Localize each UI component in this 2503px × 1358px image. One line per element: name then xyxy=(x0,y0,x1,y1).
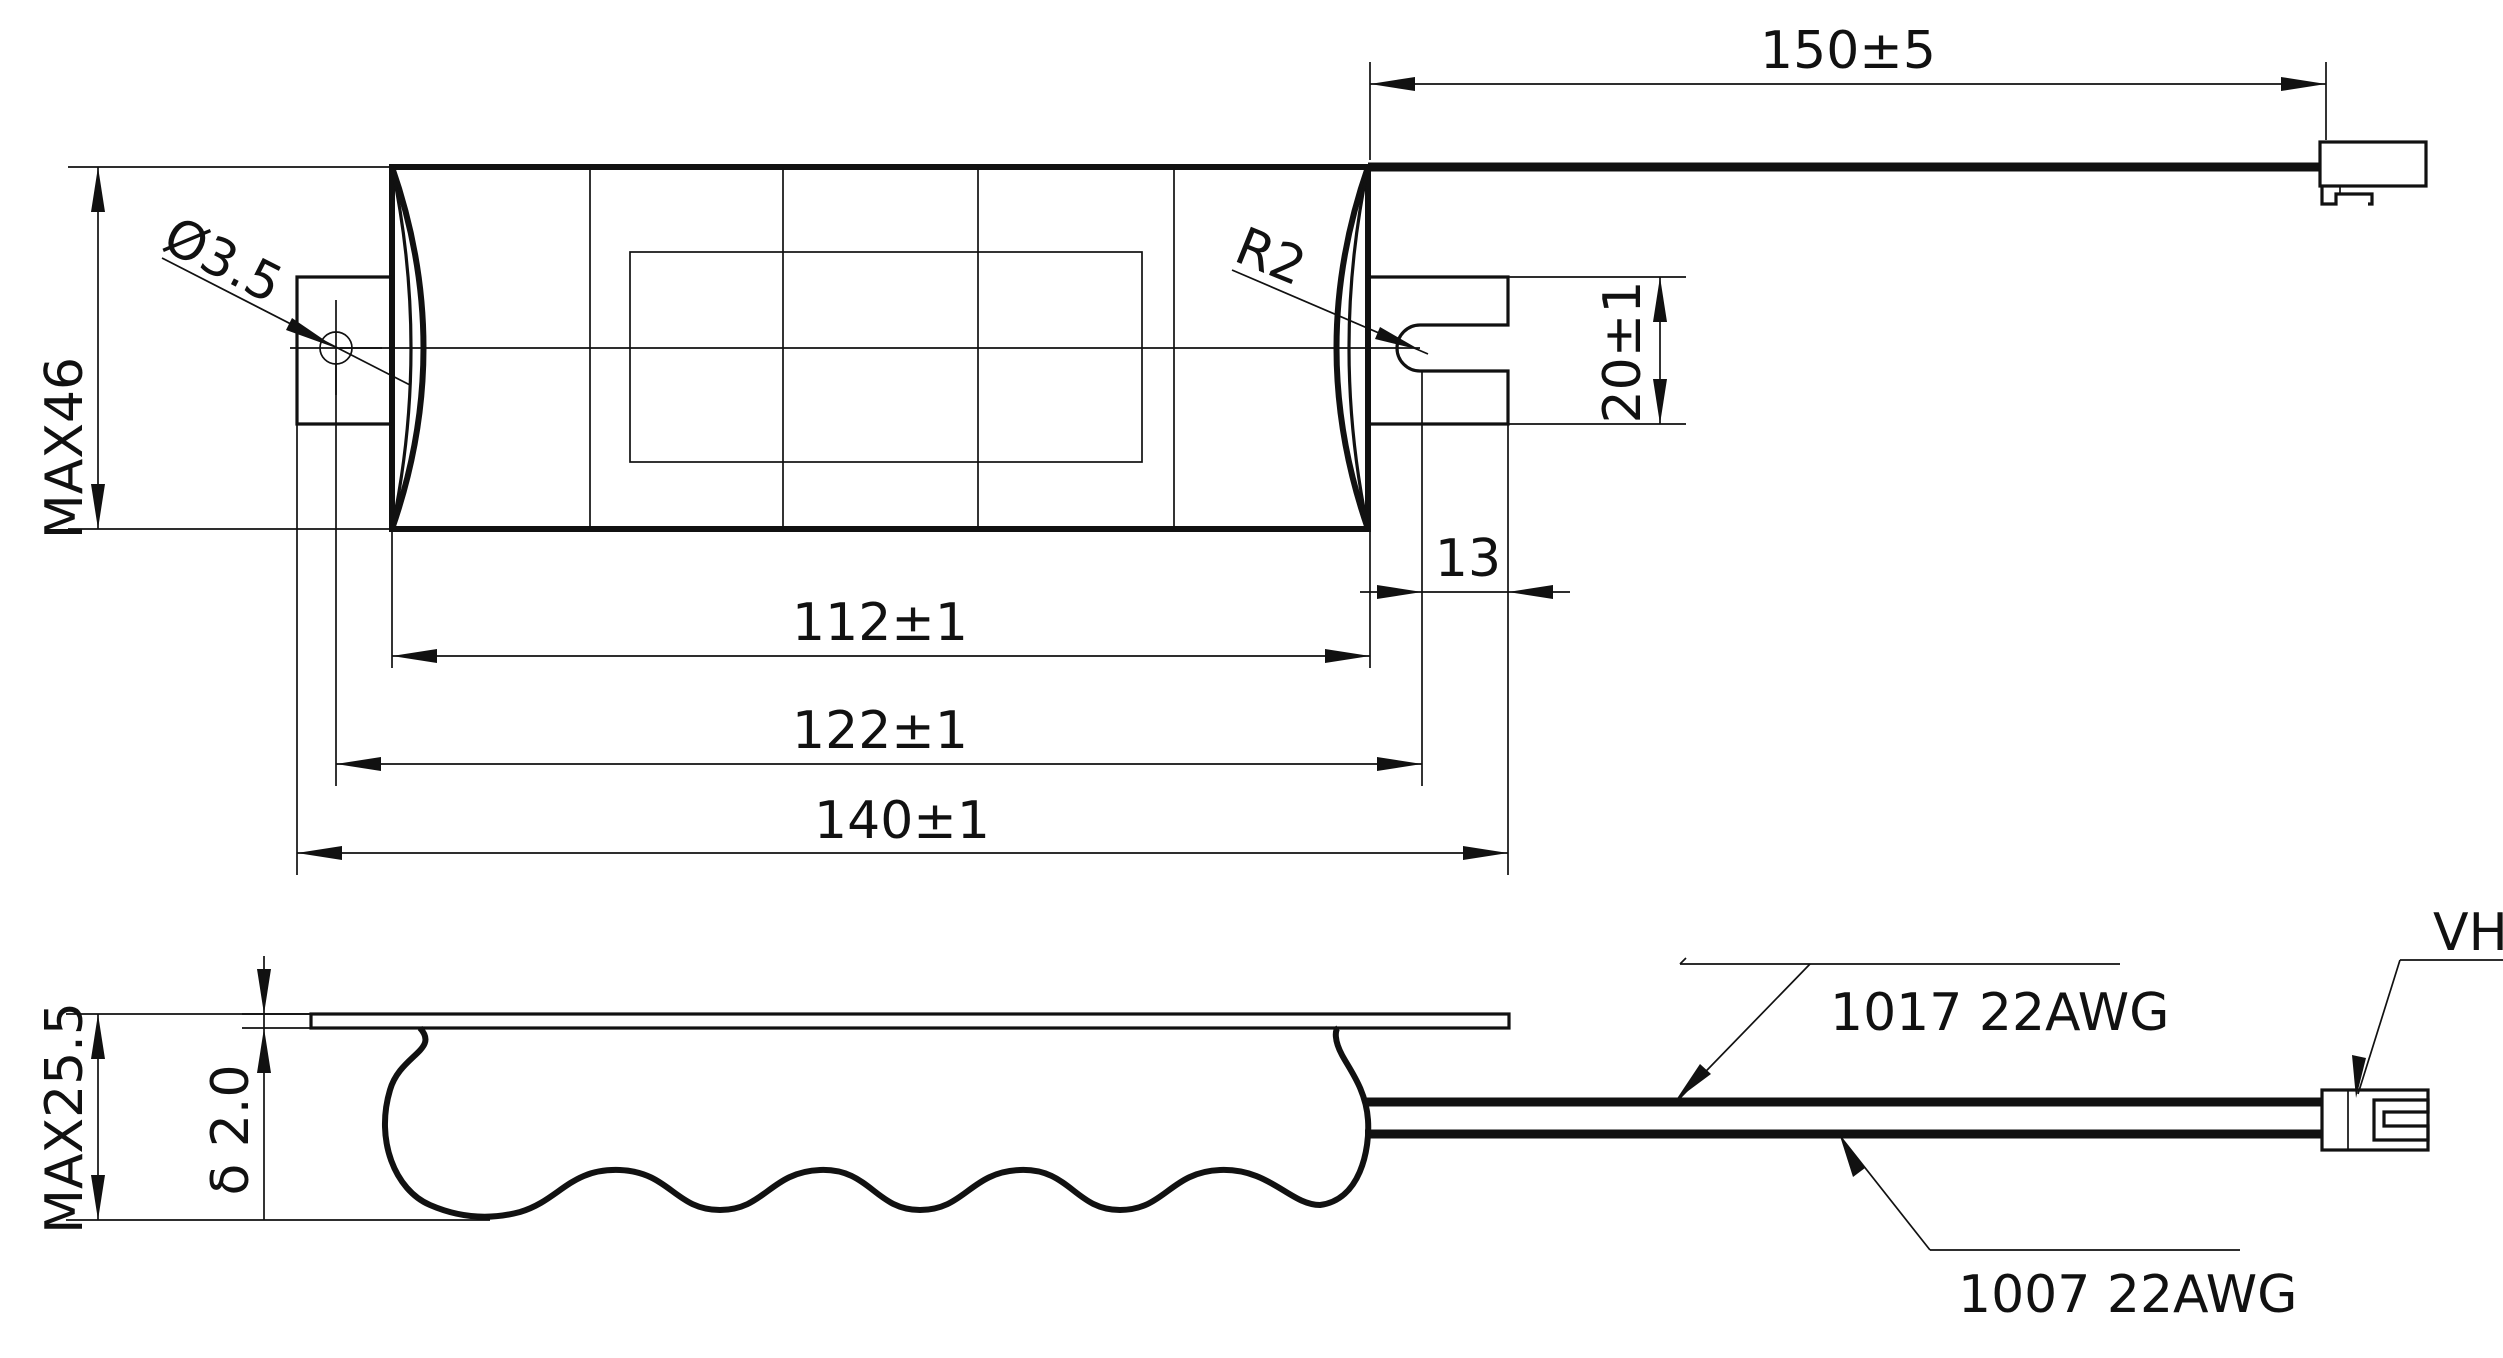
dim-lead-length: 150±5 xyxy=(1760,21,1936,81)
label-wire-lower: 1007 22AWG xyxy=(1958,1265,2297,1325)
label-connector: VH3 xyxy=(2433,903,2503,963)
resistor-body-side xyxy=(381,1025,1372,1220)
top-connector xyxy=(2318,140,2428,206)
label-window xyxy=(629,251,1143,463)
right-slotted-tab xyxy=(1368,275,1510,426)
side-view: MAX25.5 δ 2.0 1017 22AWG 1007 22AWG VH3 xyxy=(35,903,2503,1325)
mounting-plate xyxy=(309,1012,1511,1030)
dim-body-length: 112±1 xyxy=(792,593,968,653)
dim-plate-thickness: δ 2.0 xyxy=(201,1064,261,1195)
dim-slot-radius: R2 xyxy=(1227,216,1314,298)
dim-hole-diameter: Ø3.5 xyxy=(154,206,291,316)
dim-max-height: MAX46 xyxy=(35,357,95,539)
dim-hole-spacing: 122±1 xyxy=(792,701,968,761)
top-view: 150±5 MAX46 Ø3.5 R2 20±1 13 xyxy=(35,21,2428,875)
label-wire-upper: 1017 22AWG xyxy=(1830,983,2169,1043)
dim-max-thickness: MAX25.5 xyxy=(35,1002,95,1234)
dim-slot-height: 20±1 xyxy=(1593,281,1653,424)
dim-overall-length: 140±1 xyxy=(814,791,990,851)
left-mounting-tab xyxy=(295,275,392,426)
side-connector xyxy=(2320,1088,2430,1152)
dim-tab-width: 13 xyxy=(1435,529,1501,589)
